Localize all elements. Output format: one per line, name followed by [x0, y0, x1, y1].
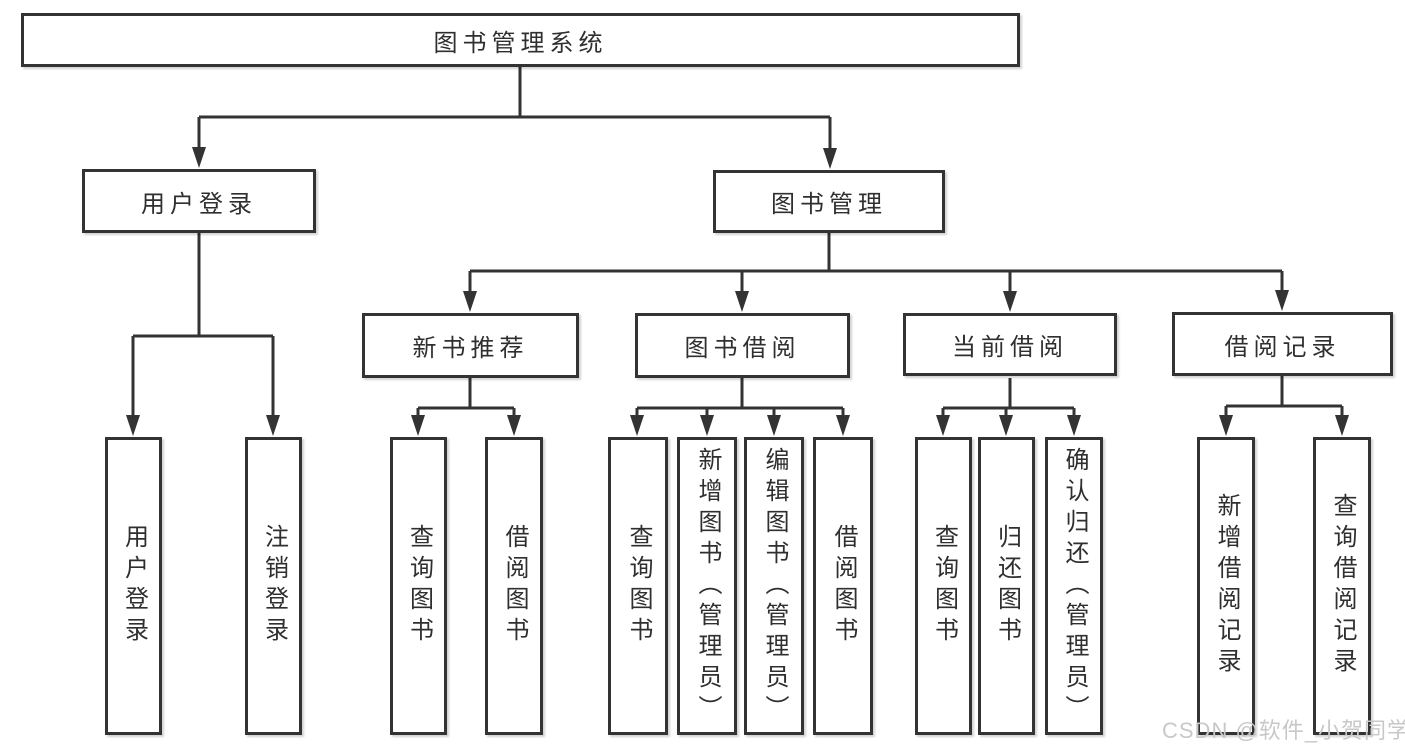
node-book-management: 图书管理 [713, 170, 945, 233]
node-label: 图书借阅 [684, 335, 801, 362]
leaf-confirm-return-admin: 确认归还（管理员） [1045, 437, 1103, 735]
node-label: 借阅图书 [830, 524, 857, 648]
node-book-borrowing: 图书借阅 [635, 313, 850, 378]
tree-edges [133, 67, 1342, 410]
node-label: 新书推荐 [412, 335, 529, 362]
node-label: 借阅图书 [501, 524, 528, 648]
leaf-borrow-books: 借阅图书 [813, 437, 873, 735]
leaf-current-query-books: 查询图书 [915, 437, 972, 735]
node-label: 查询图书 [625, 524, 652, 648]
leaf-add-books-admin: 新增图书（管理员） [677, 437, 737, 735]
node-label: 查询图书 [930, 524, 958, 648]
leaf-recommend-borrow-books: 借阅图书 [485, 437, 543, 735]
node-label: 图书管理 [771, 191, 887, 218]
node-label: 新增图书（管理员） [694, 446, 721, 726]
node-label: 图书管理系统 [433, 29, 608, 57]
node-label: 借阅记录 [1224, 333, 1341, 361]
leaf-edit-books-admin: 编辑图书（管理员） [744, 437, 804, 735]
node-new-book-recommend: 新书推荐 [362, 313, 579, 378]
leaf-user-login: 用户登录 [105, 437, 162, 735]
node-label: 新增借阅记录 [1213, 493, 1240, 679]
node-label: 用户登录 [120, 524, 148, 648]
node-label: 用户登录 [141, 190, 257, 218]
leaf-query-borrow-record: 查询借阅记录 [1313, 437, 1371, 735]
node-current-borrowing: 当前借阅 [903, 313, 1117, 376]
node-label: 查询图书 [405, 524, 433, 648]
node-user-login: 用户登录 [82, 169, 316, 233]
node-borrowing-records: 借阅记录 [1172, 312, 1393, 376]
leaf-add-borrow-record: 新增借阅记录 [1197, 437, 1255, 735]
leaf-logout: 注销登录 [245, 437, 302, 735]
node-label: 编辑图书（管理员） [761, 446, 788, 726]
leaf-return-books: 归还图书 [978, 437, 1035, 735]
node-label: 当前借阅 [952, 334, 1068, 361]
node-label: 归还图书 [993, 524, 1021, 648]
leaf-recommend-query-books: 查询图书 [390, 437, 447, 735]
leaf-borrowing-query-books: 查询图书 [608, 437, 668, 735]
watermark-text: CSDN @软件_小贺同学 [1162, 718, 1405, 743]
node-label: 注销登录 [260, 524, 288, 648]
node-label: 查询借阅记录 [1329, 493, 1356, 679]
node-root-system: 图书管理系统 [21, 13, 1020, 67]
node-label: 确认归还（管理员） [1061, 446, 1088, 726]
